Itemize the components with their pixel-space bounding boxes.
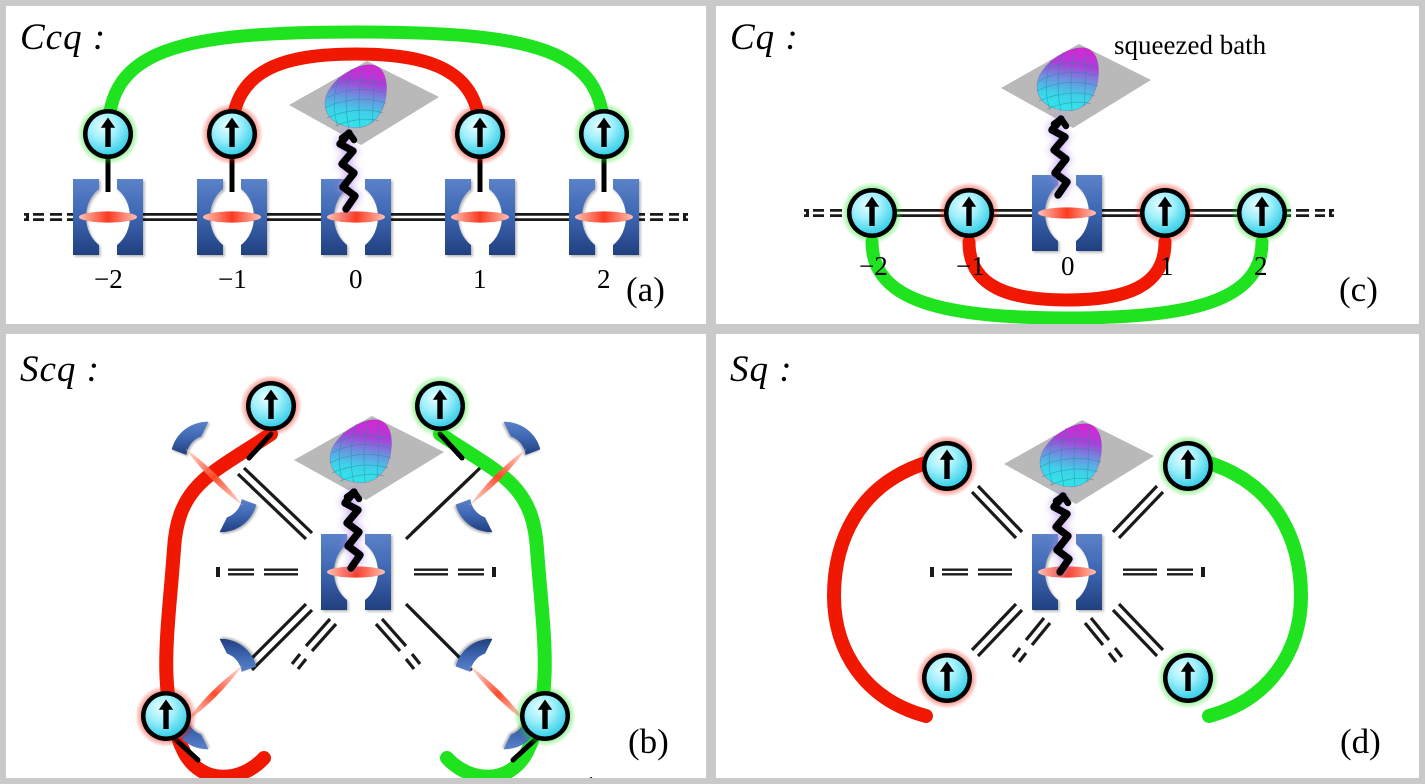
site-label-a-zero: 0 — [349, 264, 363, 294]
coupling-arc-red — [225, 47, 487, 141]
panel-c: Cq : (c) squeezed bath −2 −1 0 1 2 — [716, 6, 1419, 324]
cavity-site-0[interactable] — [321, 534, 391, 610]
coupling-arc-green — [865, 235, 1269, 324]
qubit-minus1[interactable] — [135, 685, 197, 747]
panel-d-graphics — [826, 419, 1309, 723]
site-label-a-plus2: 2 — [597, 264, 611, 294]
site-label-c-minus2: −2 — [859, 251, 888, 281]
qubit-minus1[interactable] — [938, 182, 1000, 244]
waveguide-line-center — [930, 567, 1205, 577]
cavity-qubit-links — [970, 484, 1165, 663]
site-label-a-minus2: −2 — [94, 264, 123, 294]
waveguide-line-center — [216, 567, 496, 577]
panel-d-symbol: Sq : — [730, 349, 793, 390]
panel-a-graphics — [24, 25, 688, 324]
qubit-plus1[interactable] — [240, 375, 302, 437]
panel-a-symbol: Ccq : — [20, 17, 107, 58]
site-label-c-plus1: 1 — [1160, 251, 1174, 281]
coupling-arc-green — [1199, 455, 1309, 723]
qubit-minus2[interactable] — [1157, 435, 1219, 497]
site-label-c-minus1: −1 — [956, 251, 985, 281]
panel-b-letter: (b) — [628, 722, 669, 761]
coupling-arc-red — [826, 455, 936, 723]
qubit-plus2[interactable] — [514, 685, 576, 747]
panel-b: Scq : (b) cavity qubit 1 −2 −1 2 0 — [6, 334, 706, 778]
squeezed-bath-icon — [288, 60, 440, 146]
panel-a: Ccq : (a) −2 −1 0 1 2 — [6, 6, 706, 324]
qubit-minus2[interactable] — [409, 375, 471, 437]
qubit-minus1[interactable] — [916, 647, 978, 709]
cavity-site-0[interactable] — [1032, 534, 1102, 610]
qubit-plus1[interactable] — [449, 103, 511, 165]
panel-a-letter: (a) — [626, 270, 665, 309]
site-label-c-plus2: 2 — [1254, 251, 1268, 281]
panel-c-graphics — [804, 43, 1334, 324]
panel-d: Sq : (d) 1 −2 −1 2 0 — [716, 334, 1419, 778]
qubit-minus2[interactable] — [77, 103, 139, 165]
site-label-c-zero: 0 — [1061, 251, 1075, 281]
coupling-arc-green — [433, 427, 552, 778]
coupling-arc-red — [159, 427, 278, 778]
bath-coupling-wave — [345, 492, 360, 568]
coupling-arc-green — [101, 25, 611, 141]
panel-b-graphics — [135, 375, 576, 778]
cavity-site-0[interactable] — [321, 179, 391, 255]
qubit-plus2[interactable] — [1231, 182, 1293, 244]
site-label-a-minus1: −1 — [218, 264, 247, 294]
squeezed-bath-label: squeezed bath — [1114, 30, 1267, 60]
cavity-annotation: cavity — [550, 771, 616, 778]
site-label-a-plus1: 1 — [473, 264, 487, 294]
panel-c-symbol: Cq : — [730, 17, 799, 58]
cavity-links — [236, 466, 482, 672]
qubit-minus2[interactable] — [841, 182, 903, 244]
coupling-arc-red — [962, 235, 1172, 307]
bath-coupling-wave — [340, 133, 355, 209]
qubit-plus1[interactable] — [1134, 182, 1196, 244]
qubit-minus1[interactable] — [201, 103, 263, 165]
panel-b-symbol: Scq : — [20, 349, 100, 390]
qubit-plus2[interactable] — [573, 103, 635, 165]
qubit-plus1[interactable] — [916, 435, 978, 497]
panel-d-letter: (d) — [1340, 722, 1381, 761]
squeezed-bath-icon — [1003, 419, 1155, 505]
qubit-plus2[interactable] — [1157, 647, 1219, 709]
panel-c-letter: (c) — [1339, 270, 1378, 309]
